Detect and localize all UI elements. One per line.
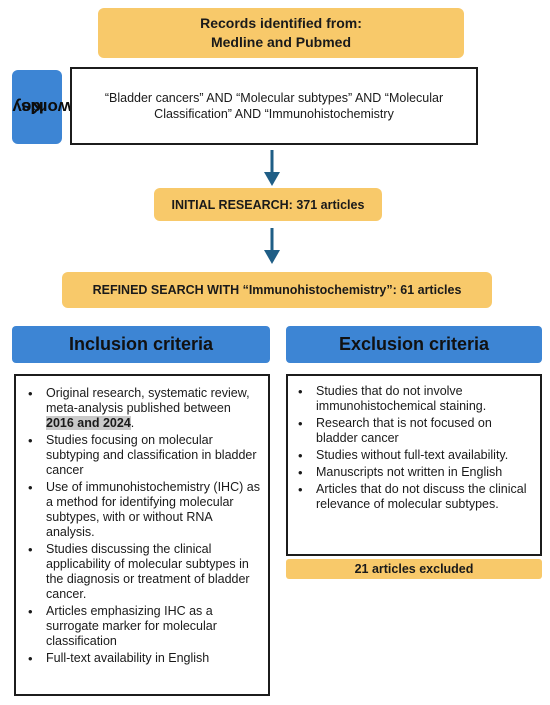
inclusion-criteria-header: Inclusion criteria <box>12 326 270 363</box>
records-identified-box: Records identified from: Medline and Pub… <box>98 8 464 58</box>
exclusion-criteria-title: Exclusion criteria <box>338 334 490 354</box>
inclusion-criteria-title: Inclusion criteria <box>68 334 214 354</box>
inclusion-item: Articles emphasizing IHC as a surrogate … <box>26 604 260 649</box>
refined-search-box: REFINED SEARCH WITH “Immunohistochemistr… <box>62 272 492 308</box>
year-range-highlight: 2016 and 2024 <box>46 416 131 430</box>
initial-research-box: INITIAL RESEARCH: 371 articles <box>154 188 382 221</box>
exclusion-item: Articles that do not discuss the clinica… <box>296 482 534 512</box>
inclusion-item: Use of immunohistochemistry (IHC) as a m… <box>26 480 260 540</box>
exclusion-criteria-list: Studies that do not involve immunohistoc… <box>296 384 534 512</box>
inclusion-item: Full-text availability in English <box>26 651 260 666</box>
records-source: Medline and Pubmed <box>210 34 351 50</box>
inclusion-criteria-list: Original research, systematic review, me… <box>26 386 260 666</box>
keywords-box: “Bladder cancers” AND “Molecular subtype… <box>70 67 478 145</box>
inclusion-item: Studies focusing on molecular subtyping … <box>26 433 260 478</box>
inclusion-item: Studies discussing the clinical applicab… <box>26 542 260 602</box>
initial-research-text: INITIAL RESEARCH: 371 articles <box>171 197 365 212</box>
articles-excluded-box: 21 articles excluded <box>286 559 542 579</box>
exclusion-item: Studies that do not involve immunohistoc… <box>296 384 534 414</box>
keywords-tab: Key words <box>12 70 71 144</box>
exclusion-criteria-box: Studies that do not involve immunohistoc… <box>286 374 542 556</box>
exclusion-item: Research that is not focused on bladder … <box>296 416 534 446</box>
inclusion-criteria-box: Original research, systematic review, me… <box>14 374 270 696</box>
articles-excluded-text: 21 articles excluded <box>354 562 474 576</box>
exclusion-item: Studies without full-text availability. <box>296 448 534 463</box>
refined-search-text: REFINED SEARCH WITH “Immunohistochemistr… <box>92 283 462 297</box>
arrow-down-icon <box>264 228 280 264</box>
keywords-text: “Bladder cancers” AND “Molecular subtype… <box>104 91 444 121</box>
inclusion-item: Original research, systematic review, me… <box>26 386 260 431</box>
exclusion-criteria-header: Exclusion criteria <box>286 326 542 363</box>
exclusion-item: Manuscripts not written in English <box>296 465 534 480</box>
keywords-tab-label-line2: words <box>20 98 72 117</box>
arrow-down-icon <box>264 150 280 186</box>
records-title: Records identified from: <box>200 15 362 31</box>
